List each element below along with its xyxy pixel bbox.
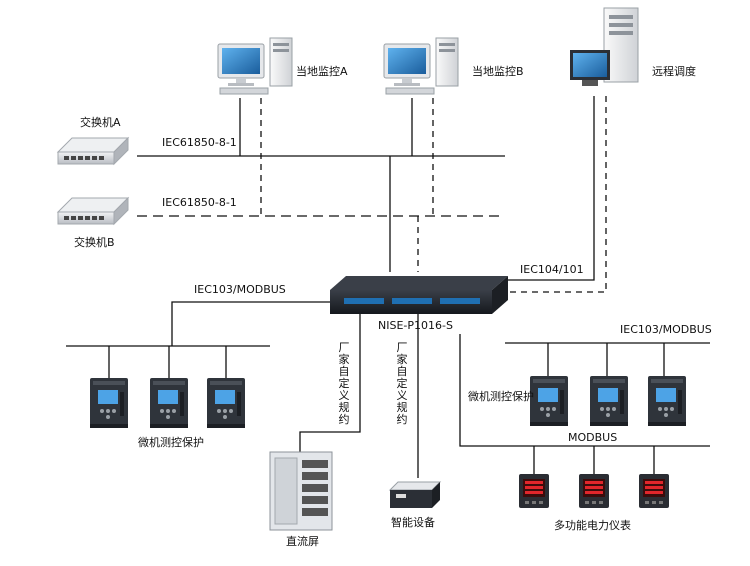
gateway-label: NISE-P1016-S [378, 319, 453, 332]
smart-device-icon[interactable] [388, 481, 442, 508]
protocol-iec103-right-label: IEC103/MODBUS [620, 323, 712, 336]
remote-dispatch-icon[interactable] [570, 7, 639, 86]
dc-panel-label: 直流屏 [286, 535, 319, 548]
power-meter-2-icon[interactable] [579, 474, 609, 508]
left-feeder [171, 301, 330, 346]
remote-link-solid [508, 96, 595, 281]
protocol-iec104-label: IEC104/101 [520, 263, 584, 276]
protection-relay-left-3-icon[interactable] [207, 378, 245, 428]
protection-left-label: 微机测控保护 [138, 436, 204, 449]
switch-b-icon[interactable] [57, 197, 129, 225]
right-feeder [459, 334, 710, 447]
protocol-modbus-label: MODBUS [568, 431, 618, 444]
protection-relay-right-2-icon[interactable] [590, 376, 628, 426]
smart-device-label: 智能设备 [391, 516, 435, 529]
remote-dispatch-label: 远程调度 [652, 65, 696, 78]
switch-a-icon[interactable] [57, 137, 129, 165]
protocol-net-b-label: IEC61850-8-1 [162, 196, 237, 209]
local-monitor-a-icon[interactable] [217, 37, 293, 95]
power-meter-3-icon[interactable] [639, 474, 669, 508]
gateway-device-icon[interactable] [330, 276, 508, 314]
protection-relay-left-2-icon[interactable] [150, 378, 188, 428]
custom-protocol-1-label: 厂家自定义规约 [338, 341, 350, 426]
local-monitor-b-label: 当地监控B [472, 65, 524, 78]
protection-relay-right-1-icon[interactable] [530, 376, 568, 426]
protocol-iec103-left-label: IEC103/MODBUS [194, 283, 286, 296]
protocol-net-a-label: IEC61850-8-1 [162, 136, 237, 149]
protection-relay-right-3-icon[interactable] [648, 376, 686, 426]
protection-relay-left-1-icon[interactable] [90, 378, 128, 428]
power-meter-label: 多功能电力仪表 [554, 519, 631, 532]
switch-a-label: 交换机A [80, 116, 121, 129]
local-monitor-a-label: 当地监控A [296, 65, 348, 78]
dc-panel-icon[interactable] [269, 451, 333, 531]
custom-protocol-2-label: 厂家自定义规约 [396, 341, 408, 426]
switch-b-label: 交换机B [74, 236, 115, 249]
protection-right-label: 微机测控保护 [468, 390, 534, 403]
connection-lines [66, 96, 710, 478]
dc-panel-link [299, 314, 361, 452]
power-meter-1-icon[interactable] [519, 474, 549, 508]
local-monitor-b-icon[interactable] [383, 37, 459, 95]
